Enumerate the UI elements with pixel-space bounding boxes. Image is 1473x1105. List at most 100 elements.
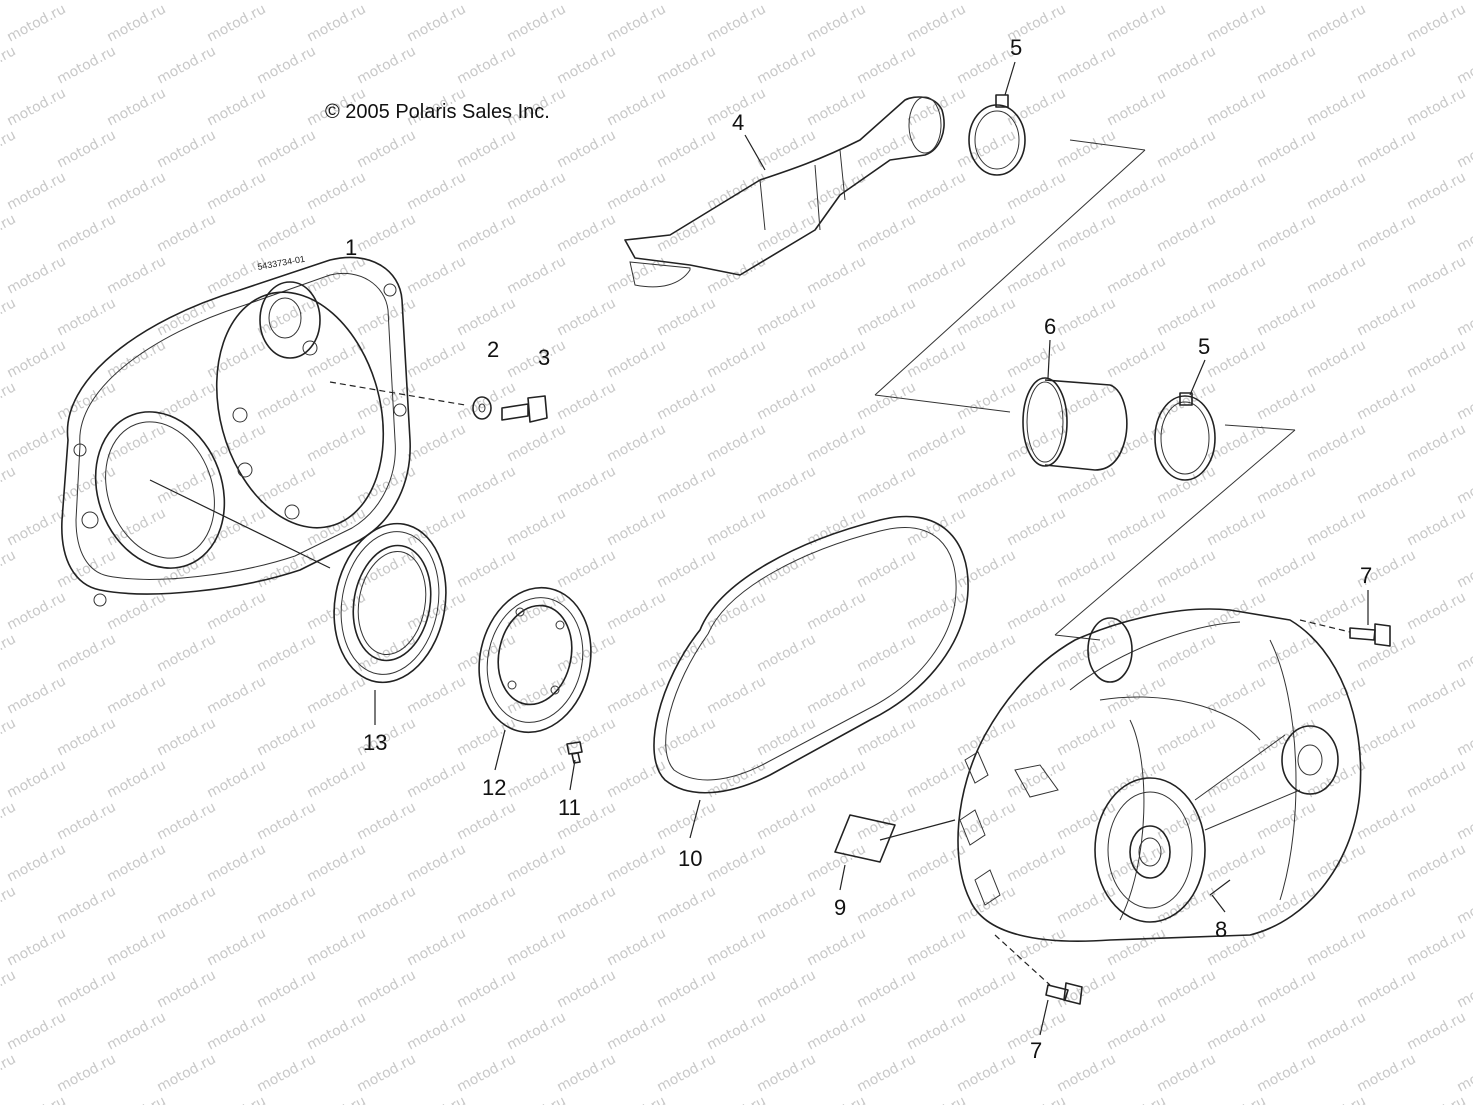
- watermark-text: motod.ru: [854, 211, 918, 255]
- watermark-text: motod.ru: [1004, 673, 1068, 717]
- watermark-text: motod.ru: [604, 757, 668, 801]
- watermark-text: motod.ru: [154, 715, 218, 759]
- watermark-text: motod.ru: [254, 1051, 318, 1095]
- watermark-text: motod.ru: [254, 799, 318, 843]
- watermark-text: motod.ru: [504, 421, 568, 465]
- callout-2: 2: [487, 337, 499, 362]
- watermark-text: motod.ru: [1104, 1093, 1168, 1105]
- watermark-text: motod.ru: [954, 463, 1018, 507]
- watermark-text: motod.ru: [354, 211, 418, 255]
- watermark-text: motod.ru: [704, 421, 768, 465]
- watermark-text: motod.ru: [1454, 799, 1473, 843]
- watermark-text: motod.ru: [1054, 883, 1118, 927]
- watermark-text: motod.ru: [1454, 379, 1473, 423]
- watermark-text: motod.ru: [0, 547, 19, 591]
- watermark-text: motod.ru: [204, 169, 268, 213]
- watermark-text: motod.ru: [654, 43, 718, 87]
- watermark-text: motod.ru: [704, 337, 768, 381]
- watermark-text: motod.ru: [854, 1051, 918, 1095]
- watermark-text: motod.ru: [1354, 715, 1418, 759]
- watermark-text: motod.ru: [1154, 463, 1218, 507]
- watermark-text: motod.ru: [4, 757, 68, 801]
- watermark-text: motod.ru: [1154, 211, 1218, 255]
- watermark-text: motod.ru: [654, 967, 718, 1011]
- watermark-text: motod.ru: [304, 673, 368, 717]
- watermark-text: motod.ru: [254, 715, 318, 759]
- watermark-text: motod.ru: [704, 925, 768, 969]
- watermark-text: motod.ru: [0, 295, 19, 339]
- watermark-text: motod.ru: [104, 925, 168, 969]
- watermark-text: motod.ru: [854, 43, 918, 87]
- watermark-text: motod.ru: [1304, 1, 1368, 45]
- watermark-text: motod.ru: [504, 337, 568, 381]
- watermark-text: motod.ru: [204, 1093, 268, 1105]
- watermark-text: motod.ru: [1154, 547, 1218, 591]
- watermark-text: motod.ru: [1054, 547, 1118, 591]
- watermark-text: motod.ru: [754, 295, 818, 339]
- watermark-text: motod.ru: [654, 799, 718, 843]
- watermark-text: motod.ru: [504, 1, 568, 45]
- watermark-text: motod.ru: [904, 421, 968, 465]
- bolt-7-lower: [1045, 982, 1083, 1005]
- watermark-text: motod.ru: [704, 673, 768, 717]
- watermark-text: motod.ru: [1204, 505, 1268, 549]
- watermark-text: motod.ru: [1304, 169, 1368, 213]
- watermark-text: motod.ru: [254, 463, 318, 507]
- watermark-text: motod.ru: [0, 43, 19, 87]
- watermark-text: motod.ru: [1154, 0, 1218, 4]
- watermark-text: motod.ru: [404, 841, 468, 885]
- watermark-text: motod.ru: [4, 1009, 68, 1053]
- watermark-text: motod.ru: [1454, 631, 1473, 675]
- watermark-text: motod.ru: [704, 841, 768, 885]
- watermark-text: motod.ru: [604, 925, 668, 969]
- watermark-text: motod.ru: [1304, 337, 1368, 381]
- watermark-text: motod.ru: [1454, 295, 1473, 339]
- watermark-text: motod.ru: [1054, 295, 1118, 339]
- watermark-text: motod.ru: [1204, 169, 1268, 213]
- watermark-text: motod.ru: [204, 925, 268, 969]
- watermark-text: motod.ru: [304, 169, 368, 213]
- watermark-text: motod.ru: [1404, 925, 1468, 969]
- watermark-text: motod.ru: [1054, 0, 1118, 4]
- watermark-text: motod.ru: [1204, 1, 1268, 45]
- watermark-text: motod.ru: [404, 1093, 468, 1105]
- intake-duct: [624, 96, 945, 288]
- watermark-text: motod.ru: [454, 211, 518, 255]
- watermark-text: motod.ru: [1154, 1051, 1218, 1095]
- watermark-text: motod.ru: [404, 421, 468, 465]
- watermark-text: motod.ru: [1004, 589, 1068, 633]
- watermark-text: motod.ru: [1104, 169, 1168, 213]
- watermark-text: motod.ru: [54, 631, 118, 675]
- outer-clutch-cover: [957, 608, 1362, 943]
- watermark-text: motod.ru: [54, 715, 118, 759]
- watermark-text: motod.ru: [1304, 1009, 1368, 1053]
- watermark-text: motod.ru: [454, 295, 518, 339]
- watermark-text: motod.ru: [604, 1, 668, 45]
- watermark-text: motod.ru: [804, 1093, 868, 1105]
- watermark-text: motod.ru: [1404, 673, 1468, 717]
- watermark-text: motod.ru: [904, 253, 968, 297]
- watermark-text: motod.ru: [404, 253, 468, 297]
- watermark-text: motod.ru: [104, 505, 168, 549]
- watermark-text: motod.ru: [854, 379, 918, 423]
- callout-5-top: 5: [1010, 35, 1022, 60]
- watermark-text: motod.ru: [654, 463, 718, 507]
- gasket-plate: [478, 586, 592, 734]
- bolt-11: [566, 741, 583, 764]
- watermark-text: motod.ru: [304, 841, 368, 885]
- watermark-text: motod.ru: [954, 379, 1018, 423]
- watermark-text: motod.ru: [604, 85, 668, 129]
- callout-7-lower: 7: [1030, 1038, 1042, 1063]
- watermark-text: motod.ru: [1104, 1009, 1168, 1053]
- watermark-text: motod.ru: [1204, 85, 1268, 129]
- watermark-text: motod.ru: [1304, 85, 1368, 129]
- watermark-text: motod.ru: [554, 127, 618, 171]
- watermark-text: motod.ru: [154, 0, 218, 4]
- watermark-text: motod.ru: [354, 883, 418, 927]
- watermark-text: motod.ru: [154, 127, 218, 171]
- watermark-text: motod.ru: [4, 1093, 68, 1105]
- watermark-text: motod.ru: [1254, 715, 1318, 759]
- watermark-text: motod.ru: [954, 547, 1018, 591]
- watermark-text: motod.ru: [1154, 127, 1218, 171]
- watermark-text: motod.ru: [4, 253, 68, 297]
